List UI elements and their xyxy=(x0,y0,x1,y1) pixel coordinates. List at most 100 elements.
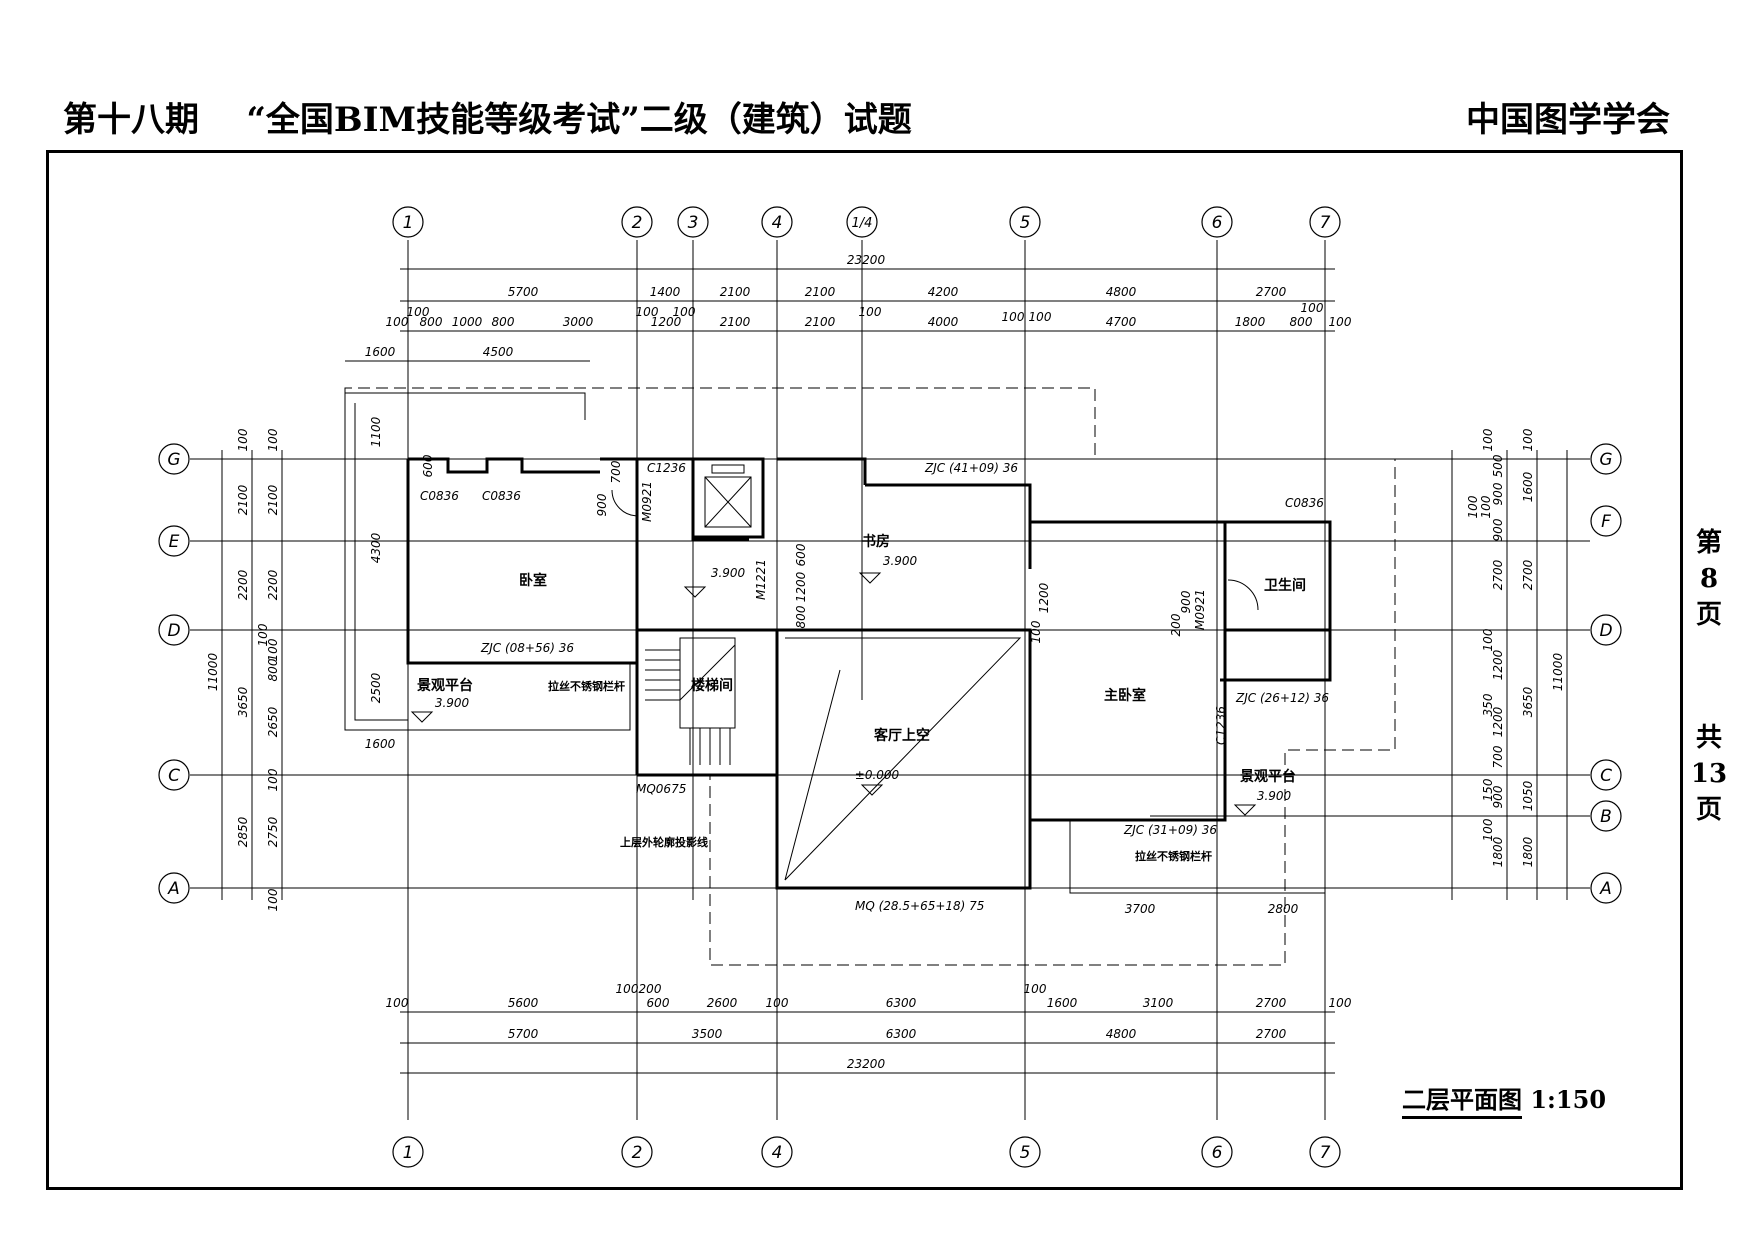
dim-text: 3650 xyxy=(1521,686,1535,717)
dim-text: 4800 xyxy=(1106,1027,1137,1041)
axis-label: 1 xyxy=(403,1143,414,1163)
axis-label: 2 xyxy=(632,213,643,233)
room-study: 书房 xyxy=(862,533,890,550)
axis-label: D xyxy=(167,621,180,641)
dim-text: 100 xyxy=(1002,310,1025,324)
dim-text: 900 xyxy=(1179,590,1193,613)
dim-text: 100 xyxy=(673,305,696,319)
dim-text: 900 xyxy=(1491,785,1505,808)
axis-label: G xyxy=(1599,450,1612,470)
axis-label: 3 xyxy=(688,213,699,233)
dim-text: 2200 xyxy=(266,569,280,600)
dim-text: 2100 xyxy=(805,315,836,329)
dim-text: 500 xyxy=(1491,454,1505,477)
dim-text: 3500 xyxy=(692,1027,723,1041)
dim-text: 4800 xyxy=(1106,285,1137,299)
total-char: 13 xyxy=(1690,759,1728,789)
left-terrace xyxy=(345,392,586,420)
organizer: 中国图学学会 xyxy=(1466,100,1670,140)
elevation-label: ±0.000 xyxy=(855,768,900,782)
dim-text: 5700 xyxy=(508,1027,539,1041)
dim-text: 1400 xyxy=(650,285,681,299)
dim-text: 900 xyxy=(1491,518,1505,541)
elevation-marker xyxy=(860,784,884,796)
dim-text: 1600 xyxy=(1047,996,1078,1010)
drawing-title: 二层平面图 1:150 xyxy=(1402,1080,1606,1119)
dim-text: 800 xyxy=(420,315,443,329)
dim-text: 1800 xyxy=(1521,836,1535,867)
axis-label: B xyxy=(1600,807,1612,827)
upper-outline xyxy=(344,387,1396,966)
void-diagonal xyxy=(784,637,1022,881)
dim-text: 2600 xyxy=(707,996,738,1010)
dim-text: 800 xyxy=(794,605,808,628)
elevation-label: 3.900 xyxy=(435,696,470,710)
dim-text: 2700 xyxy=(1256,1027,1287,1041)
dim-text: 4000 xyxy=(928,315,959,329)
dim-text: 700 xyxy=(1491,745,1505,768)
axis-label: A xyxy=(167,879,180,899)
page-char: 8 xyxy=(1699,564,1719,594)
door-label: M0921 xyxy=(1193,589,1207,630)
dim-text: 23200 xyxy=(847,253,886,267)
axis-label: E xyxy=(169,532,180,552)
dim-text: 100 xyxy=(1481,818,1495,841)
vertical-grid-lines xyxy=(407,240,1326,1120)
door-label: M1221 xyxy=(754,559,768,600)
railing-note: 拉丝不锈钢栏杆 xyxy=(548,679,625,693)
axis-label: 5 xyxy=(1020,1143,1031,1163)
dim-text: 100 xyxy=(266,768,280,791)
dim-text: 11000 xyxy=(1551,653,1565,692)
header-title: 第十八期 “全国BIM技能等级考试”二级（建筑）试题 xyxy=(63,92,912,141)
railing-note: 拉丝不锈钢栏杆 xyxy=(1135,849,1212,863)
dim-text: 5700 xyxy=(508,285,539,299)
walls xyxy=(406,457,1332,890)
window-label: C1236 xyxy=(1214,706,1228,745)
dim-text: 100 xyxy=(266,428,280,451)
elevation-marker xyxy=(410,711,434,723)
dim-text: 100 xyxy=(1029,310,1052,324)
window-label: C0836 xyxy=(420,489,459,503)
dim-text: 3000 xyxy=(563,315,594,329)
elevator-shaft xyxy=(691,457,765,539)
elevation-marker xyxy=(683,586,707,598)
dim-text: 100 xyxy=(1481,628,1495,651)
axis-label: 1 xyxy=(403,213,414,233)
dim-text: 100 xyxy=(1301,301,1324,315)
dim-text: 2100 xyxy=(266,484,280,515)
window-label: ZJC (08+56) 36 xyxy=(480,641,574,655)
drawing-name: 二层平面图 xyxy=(1402,1085,1522,1119)
outline-note: 上层外轮廓投影线 xyxy=(620,835,708,849)
dim-text: 600 xyxy=(421,454,435,477)
page-number: 第 8 页 xyxy=(1690,525,1728,633)
elevation-label: 3.900 xyxy=(883,554,918,568)
dim-text: 1200 xyxy=(651,315,682,329)
window-label: ZJC (41+09) 36 xyxy=(924,461,1018,475)
dim-text: 2100 xyxy=(236,484,250,515)
dim-text: 1000 xyxy=(452,315,483,329)
dim-text: 1800 xyxy=(1235,315,1266,329)
dim-text: 1100 xyxy=(369,416,383,447)
dim-text: 600 xyxy=(794,543,808,566)
dim-text: 100 xyxy=(256,623,270,646)
window-label: MQ0675 xyxy=(636,782,686,796)
elevation-marker xyxy=(858,572,882,584)
room-living-void: 客厅上空 xyxy=(873,727,930,744)
dim-text: 800 xyxy=(492,315,515,329)
dim-text: 2100 xyxy=(720,315,751,329)
dim-text: 1800 xyxy=(1491,836,1505,867)
dim-text: 2100 xyxy=(805,285,836,299)
dim-text: 2650 xyxy=(266,706,280,737)
dim-text: 4700 xyxy=(1106,315,1137,329)
dim-text: 1600 xyxy=(1521,471,1535,502)
axis-label: G xyxy=(167,450,180,470)
dim-text: 2850 xyxy=(236,816,250,847)
dim-text: 900 xyxy=(1491,482,1505,505)
dim-text: 5600 xyxy=(508,996,539,1010)
dim-text: 2750 xyxy=(266,816,280,847)
dim-text: 3700 xyxy=(1125,902,1156,916)
axis-label: C xyxy=(168,766,180,786)
door-label: M0921 xyxy=(640,481,654,522)
dim-text: 2500 xyxy=(369,672,383,703)
